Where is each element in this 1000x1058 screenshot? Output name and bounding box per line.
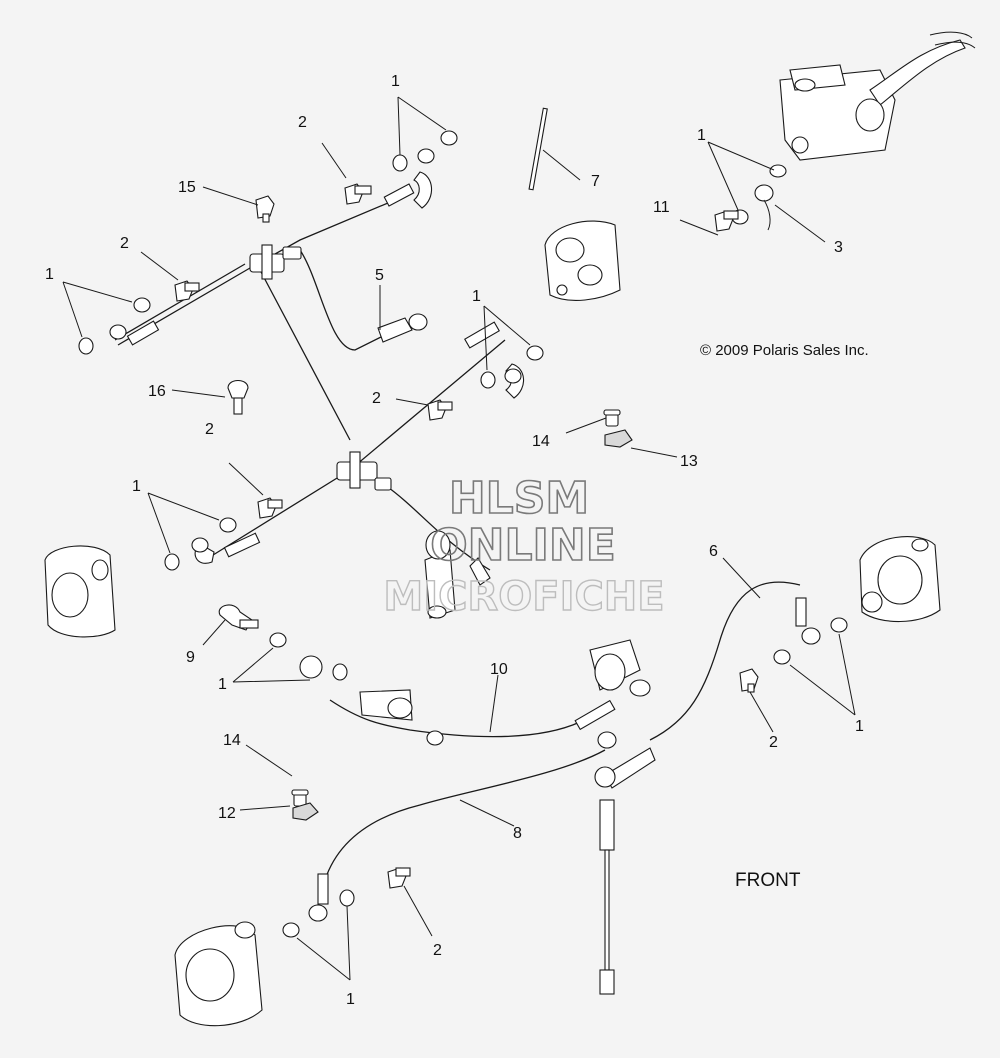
callout-15: 15 [178, 179, 196, 196]
callout-7: 7 [591, 173, 600, 190]
callout-2: 2 [298, 114, 307, 131]
master-cylinder [528, 31, 976, 232]
callout-14: 14 [532, 433, 550, 450]
callout-5: 5 [375, 267, 384, 284]
callout-1: 1 [391, 73, 400, 90]
rear-hose-vertical [599, 799, 615, 995]
callout-8: 8 [513, 825, 522, 842]
callout-2: 2 [372, 390, 381, 407]
callout-3: 3 [834, 239, 843, 256]
callout-1: 1 [218, 676, 227, 693]
watermark-line-3: MICROFICHE [383, 574, 664, 620]
brake-line-6 [649, 581, 848, 741]
callout-1: 1 [697, 127, 706, 144]
callout-1: 1 [472, 288, 481, 305]
copyright-text: © 2009 Polaris Sales Inc. [700, 342, 869, 359]
front-label: FRONT [735, 870, 801, 891]
callout-6: 6 [709, 543, 718, 560]
callout-1: 1 [855, 718, 864, 735]
front-caliper-right [859, 536, 941, 623]
callout-12: 12 [218, 805, 236, 822]
callout-1: 1 [45, 266, 54, 283]
callout-1: 1 [346, 991, 355, 1008]
clips [227, 379, 633, 821]
callout-1: 1 [132, 478, 141, 495]
brake-line-10 [218, 604, 651, 746]
rear-caliper-left [44, 545, 116, 638]
middle-brake-line-assembly [164, 321, 544, 586]
callout-9: 9 [186, 649, 195, 666]
brake-line-8 [282, 731, 656, 938]
proportioning-valve [424, 530, 456, 619]
callout-2: 2 [433, 942, 442, 959]
callout-11: 11 [653, 199, 670, 216]
front-caliper-upper [544, 220, 621, 301]
callout-labels: 1 2 15 2 1 7 1 11 3 5 1 16 2 14 13 2 1 6… [45, 73, 864, 1008]
watermark-line-1: HLSM [449, 473, 589, 524]
callout-2: 2 [120, 235, 129, 252]
callout-10: 10 [490, 661, 508, 678]
leader-lines [62, 96, 856, 981]
upper-brake-line-assembly [78, 130, 458, 441]
watermark: HLSM ONLINE MICROFICHE [383, 472, 666, 621]
callout-16: 16 [148, 383, 166, 400]
callout-2: 2 [205, 421, 214, 438]
callout-13: 13 [680, 453, 698, 470]
callout-14: 14 [223, 732, 241, 749]
rear-caliper-bottom [174, 921, 263, 1027]
watermark-line-2: ONLINE [430, 520, 616, 571]
callout-2: 2 [769, 734, 778, 751]
